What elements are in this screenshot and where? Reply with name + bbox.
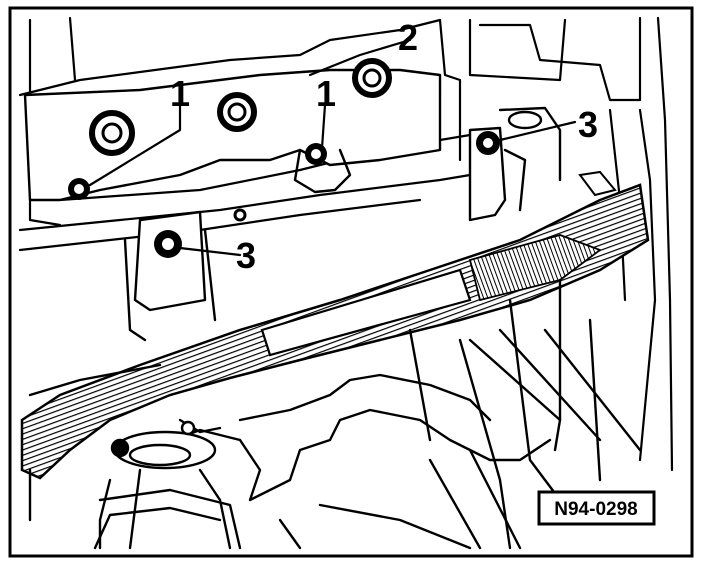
panel-hole-middle [217,92,257,132]
clip-bracket-left [123,210,217,342]
clip-right [476,131,500,155]
callout-panel: 2 [398,17,418,58]
clip-left [154,230,182,258]
callout-clip-right: 3 [578,104,598,145]
door-frame-outline [18,16,674,472]
reference-code: N94-0298 [554,499,637,520]
speaker-opening [93,488,242,550]
reference-code-box: N94-0298 [537,490,656,526]
callout-bolt-upper-left: 1 [170,73,190,114]
bolt-upper-middle [305,143,327,165]
panel-hole-left [89,110,135,156]
door-trim-strip [20,170,650,480]
handle-recess [110,418,222,470]
small-screw [233,208,247,222]
leader-lines [88,38,577,257]
panel-hole-right [352,58,392,98]
callout-clip-left: 3 [236,235,256,276]
callout-bolt-upper-middle: 1 [316,73,336,114]
bolt-upper-left [68,178,90,200]
